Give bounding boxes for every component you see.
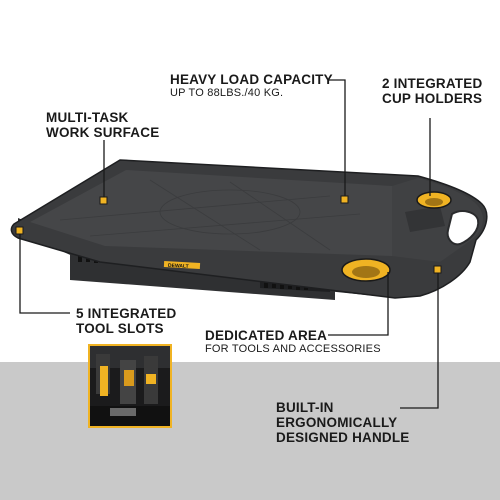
dedicated-area-title: DEDICATED AREA bbox=[205, 328, 328, 343]
heavy-load-title: HEAVY LOAD CAPACITY bbox=[170, 72, 333, 87]
multi-task-line2: WORK SURFACE bbox=[46, 125, 160, 141]
tool-slots-line1: 5 INTEGRATED bbox=[76, 306, 177, 321]
dedicated-area-subtitle: FOR TOOLS AND ACCESSORIES bbox=[205, 343, 381, 356]
svg-text:DEWALT: DEWALT bbox=[168, 263, 189, 270]
cup-holder-rear bbox=[416, 191, 452, 209]
heavy-load-label: HEAVY LOAD CAPACITY UP TO 88LBS./40 KG. bbox=[170, 72, 333, 99]
tool-slots-closeup-image bbox=[88, 344, 172, 428]
cup-holders-line1: 2 INTEGRATED bbox=[382, 76, 483, 91]
handle-line3: DESIGNED HANDLE bbox=[276, 430, 410, 446]
heavy-load-subtitle: UP TO 88LBS./40 KG. bbox=[170, 87, 284, 100]
tool-slots-label: 5 INTEGRATED TOOL SLOTS bbox=[76, 306, 176, 336]
cup-holder-front bbox=[341, 258, 391, 282]
handle-line1: BUILT-IN bbox=[276, 400, 334, 415]
tool-slots-line2: TOOL SLOTS bbox=[76, 321, 164, 337]
cup-holders-label: 2 INTEGRATED CUP HOLDERS bbox=[382, 76, 482, 106]
multi-task-line1: MULTI-TASK bbox=[46, 110, 129, 125]
handle-line2: ERGONOMICALLY bbox=[276, 415, 398, 431]
handle-label: BUILT-IN ERGONOMICALLY DESIGNED HANDLE bbox=[276, 400, 410, 445]
multi-task-label: MULTI-TASK WORK SURFACE bbox=[46, 110, 159, 140]
dedicated-area-label: DEDICATED AREA FOR TOOLS AND ACCESSORIES bbox=[205, 328, 381, 355]
cup-holders-line2: CUP HOLDERS bbox=[382, 91, 483, 107]
